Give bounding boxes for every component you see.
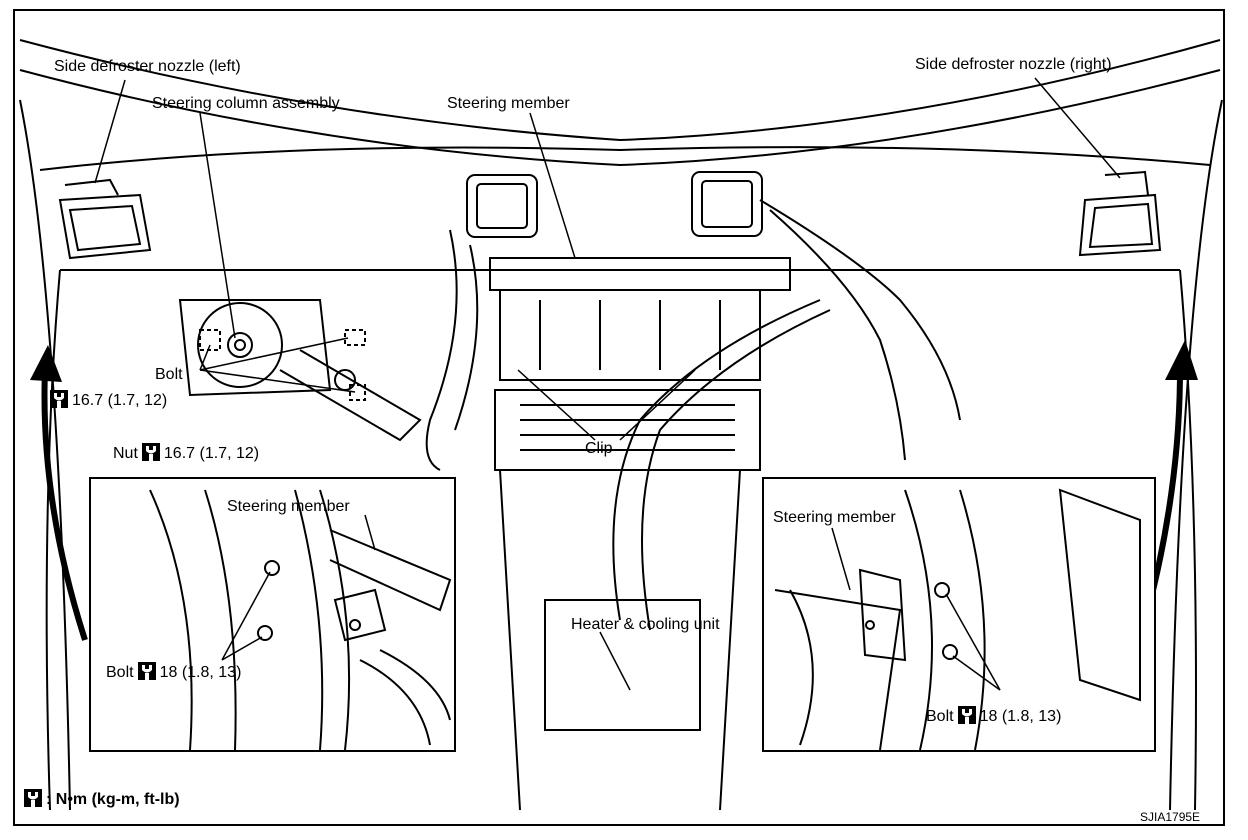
right-inset-drawing (762, 477, 1156, 752)
dashboard-outline (19, 39, 1223, 811)
heater-cooling-unit (494, 389, 761, 811)
torque-wrench-icon (141, 443, 160, 461)
label-nut: Nut (113, 445, 138, 462)
torque-wrench-icon (50, 390, 68, 408)
label-bolt-main: Bolt (155, 366, 183, 383)
torque-wrench-icon (24, 789, 42, 807)
left-inset-torque-callout: Bolt 18 (1.8, 13) (106, 662, 241, 682)
center-vents (466, 171, 763, 238)
right-inset-torque-callout: Bolt 18 (1.8, 13) (926, 706, 1061, 726)
label-steering-member-top: Steering member (447, 95, 570, 112)
right-inset-label-member: Steering member (773, 509, 896, 526)
steering-member-bar (489, 257, 791, 381)
legend-units-text: : N•m (kg-m, ft-lb) (46, 791, 180, 808)
torque-value-1: 16.7 (1.7, 12) (72, 392, 168, 409)
right-inset-torque-value: 18 (1.8, 13) (979, 708, 1062, 725)
torque-wrench-icon (137, 662, 156, 680)
leader-lines (94, 77, 1121, 691)
torque-value-2: 16.7 (1.7, 12) (163, 445, 260, 462)
left-inset-torque-value: 18 (1.8, 13) (159, 664, 242, 681)
right-defroster-nozzle (1078, 170, 1162, 257)
torque-wrench-icon (957, 706, 976, 724)
left-defroster-nozzle (58, 178, 152, 260)
wire-harness (425, 199, 961, 631)
frame-border (13, 9, 1225, 826)
torque-units-legend: : N•m (kg-m, ft-lb) (24, 789, 180, 809)
drawing-code: SJIA1795E (1140, 810, 1201, 824)
nut-torque-callout: Nut 16.7 (1.7, 12) (113, 443, 259, 463)
left-inset-label-bolt: Bolt (106, 664, 134, 681)
steering-column-assembly (178, 299, 422, 442)
label-heater-cooling: Heater & cooling unit (571, 616, 720, 633)
torque-callout-1: 16.7 (1.7, 12) (50, 390, 167, 410)
label-steering-column: Steering column assembly (152, 95, 340, 112)
left-inset-drawing (89, 477, 456, 752)
right-inset-label-bolt: Bolt (926, 708, 954, 725)
left-inset-label-member: Steering member (227, 498, 350, 515)
label-clip: Clip (585, 440, 613, 457)
label-side-defroster-left: Side defroster nozzle (left) (54, 58, 241, 75)
label-side-defroster-right: Side defroster nozzle (right) (915, 56, 1112, 73)
